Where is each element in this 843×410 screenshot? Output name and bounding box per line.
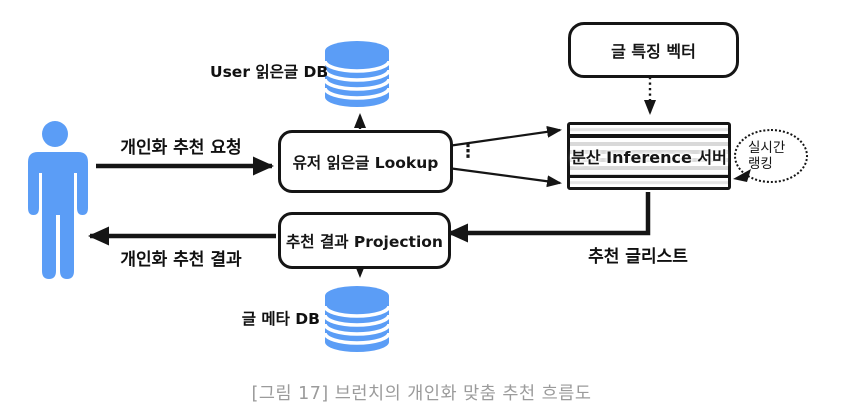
result-arrow-label: 개인화 추천 결과	[120, 250, 242, 270]
post-meta-db-label: 글 메타 DB	[241, 310, 320, 328]
node-feature-vector-label: 글 특징 벡터	[611, 42, 696, 61]
user-read-db-icon	[324, 41, 390, 107]
rec-list-arrow-label: 추천 글리스트	[588, 247, 688, 267]
request-arrow-label: 개인화 추천 요청	[120, 138, 242, 158]
user-person-icon	[28, 121, 88, 279]
server-bottom-strip	[570, 178, 728, 187]
figure-caption: [그림 17] 브런치의 개인화 맞춤 추천 흐름도	[251, 384, 592, 404]
server-top-strip	[570, 125, 728, 134]
node-user-read-lookup-label: 유저 읽은글 Lookup	[292, 153, 439, 172]
node-feature-vector: 글 특징 벡터	[568, 22, 739, 78]
rec-list-arrow	[447, 192, 651, 243]
fanout-ellipsis: ⋮	[459, 141, 477, 162]
realtime-ranking-line1: 실시간	[748, 139, 786, 156]
lookup-to-server-arrow-bottom	[447, 166, 562, 188]
user-read-db-label: User 읽은글 DB	[210, 63, 329, 81]
node-projection: 추천 결과 Projection	[278, 212, 451, 269]
node-inference-server: 분산 Inference 서버	[567, 122, 731, 190]
node-inference-server-label: 분산 Inference 서버	[571, 148, 727, 167]
server-divider-top	[570, 134, 728, 138]
post-meta-db-icon	[324, 286, 390, 352]
node-projection-label: 추천 결과 Projection	[286, 232, 443, 251]
server-body: 분산 Inference 서버	[570, 137, 728, 175]
node-user-read-lookup: 유저 읽은글 Lookup	[278, 130, 453, 193]
lookup-to-server-arrow-top	[447, 125, 562, 148]
realtime-ranking-ellipse: 실시간 랭킹	[734, 129, 808, 183]
realtime-ranking-line2: 랭킹	[748, 156, 773, 172]
server-divider-bottom	[570, 174, 728, 178]
